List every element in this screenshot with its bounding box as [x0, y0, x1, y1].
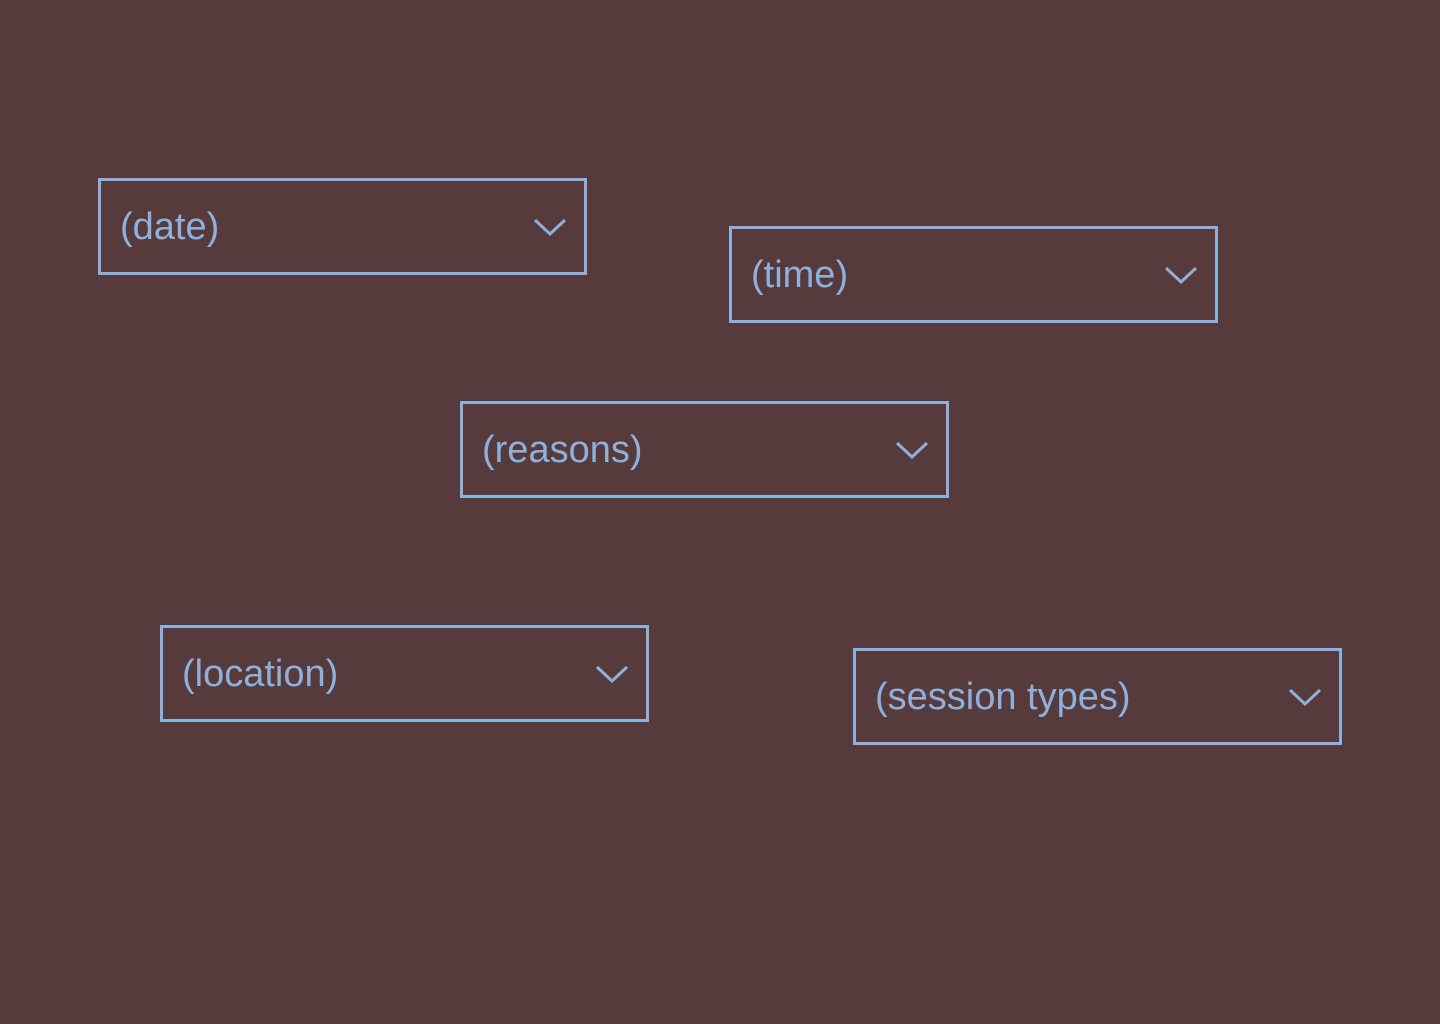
chevron-down-icon	[895, 441, 929, 459]
date-dropdown[interactable]: (date)	[98, 178, 587, 275]
session-types-dropdown-value: (session types)	[875, 675, 1131, 718]
time-dropdown[interactable]: (time)	[729, 226, 1218, 323]
chevron-down-icon	[595, 665, 629, 683]
time-dropdown-value: (time)	[751, 253, 849, 296]
reasons-dropdown-value: (reasons)	[482, 428, 643, 471]
chevron-down-icon	[533, 218, 567, 236]
reasons-dropdown[interactable]: (reasons)	[460, 401, 949, 498]
chevron-down-icon	[1164, 266, 1198, 284]
session-types-dropdown[interactable]: (session types)	[853, 648, 1342, 745]
location-dropdown-value: (location)	[182, 652, 339, 695]
location-dropdown[interactable]: (location)	[160, 625, 649, 722]
date-dropdown-value: (date)	[120, 205, 220, 248]
chevron-down-icon	[1288, 688, 1322, 706]
